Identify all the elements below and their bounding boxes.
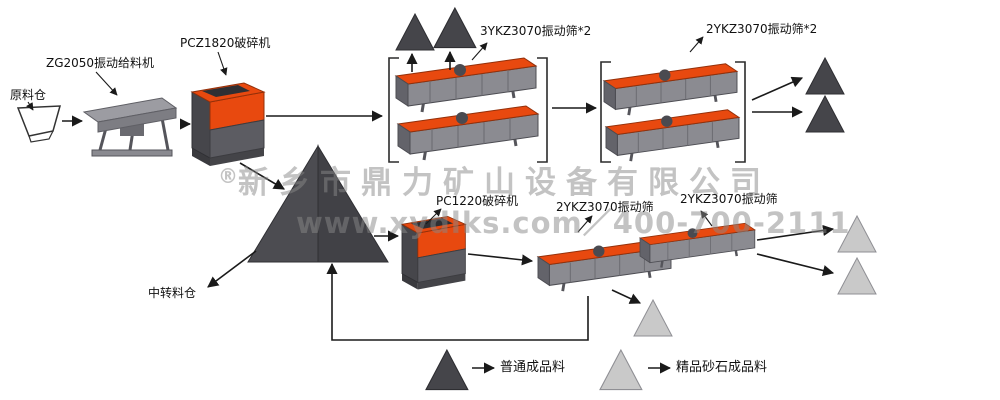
primary-crusher	[191, 82, 265, 167]
light-stockpile-1	[837, 215, 877, 253]
vibrating-screen-1b	[396, 104, 540, 162]
label-raw-material-silo: 原料仓	[10, 88, 47, 102]
vibrating-screen-2b	[604, 108, 741, 163]
label-primary-crusher: PCZ1820破碎机	[180, 36, 271, 50]
transfer-stockpile-triangle	[247, 144, 389, 263]
dark-stockpile-1	[395, 13, 435, 51]
legend-light-triangle	[599, 349, 643, 391]
vibrating-screen-4	[638, 222, 757, 269]
label-screen-bottom-left: 2YKZ3070振动筛	[556, 200, 654, 214]
label-leader-arrows	[26, 36, 713, 233]
secondary-crusher	[401, 215, 466, 290]
dark-stockpile-4	[805, 95, 845, 133]
screen-group-brackets	[388, 57, 746, 163]
label-screen-bottom-right: 2YKZ3070振动筛	[680, 192, 778, 206]
vibrating-screen-2a	[602, 62, 739, 117]
label-screen-group-2: 2YKZ3070振动筛*2	[706, 22, 818, 36]
vibrating-screen-1a	[394, 56, 538, 114]
raw-material-hopper	[17, 105, 61, 143]
label-vibrating-feeder: ZG2050振动给料机	[46, 56, 155, 70]
label-transfer-silo: 中转料仓	[148, 286, 197, 300]
dark-stockpile-2	[433, 7, 477, 49]
flow-arrows	[62, 50, 835, 374]
label-screen-group-1: 3YKZ3070振动筛*2	[480, 24, 592, 38]
legend-label-premium-product: 精品砂石成品料	[676, 360, 768, 375]
label-secondary-crusher: PC1220破碎机	[436, 194, 519, 208]
light-stockpile-2	[837, 257, 877, 295]
dark-stockpile-3	[805, 57, 845, 95]
vibrating-feeder	[82, 96, 178, 158]
legend-label-ordinary-product: 普通成品料	[500, 360, 566, 375]
legend-dark-triangle	[425, 349, 469, 391]
light-stockpile-3	[633, 299, 673, 337]
